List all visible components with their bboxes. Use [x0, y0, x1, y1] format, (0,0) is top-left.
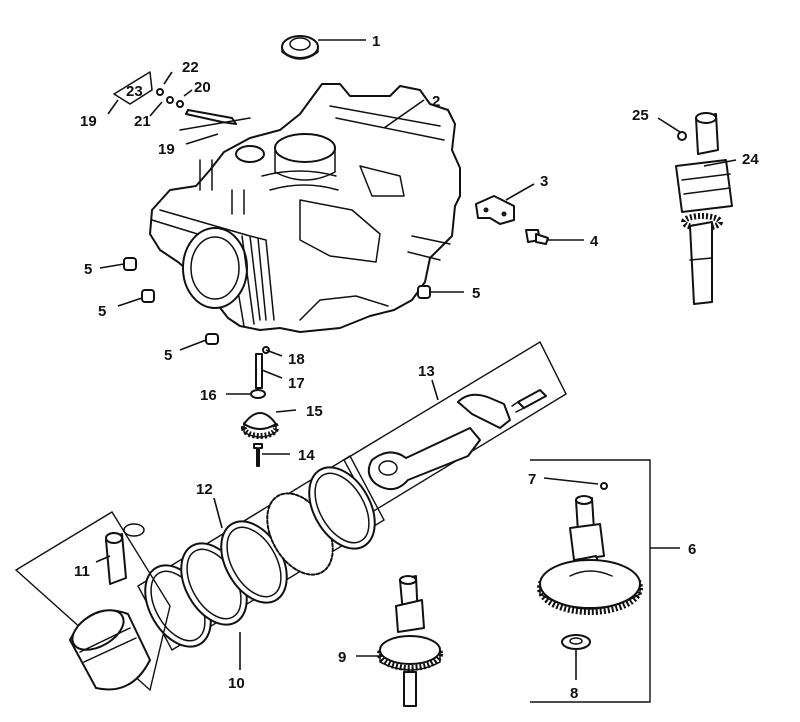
camshaft-part	[530, 459, 651, 703]
crankshaft-part	[675, 112, 733, 305]
leader-lines	[95, 39, 737, 680]
callout-15: 15	[306, 403, 323, 420]
callout-5-left-upper: 5	[84, 261, 92, 278]
callout-11: 11	[74, 563, 90, 580]
bolt-part	[525, 229, 549, 245]
callout-19-lower: 19	[158, 141, 175, 158]
governor-assembly-parts	[241, 346, 280, 467]
callout-4: 4	[590, 233, 599, 250]
callout-23: 23	[126, 83, 143, 100]
connecting-rod-part	[343, 341, 567, 513]
callout-9: 9	[338, 649, 346, 666]
callout-6: 6	[688, 541, 696, 558]
callout-10: 10	[228, 675, 245, 692]
callout-17: 17	[288, 375, 305, 392]
crankcase-part	[149, 83, 461, 333]
callout-2: 2	[432, 93, 440, 110]
callout-14: 14	[298, 447, 315, 464]
callout-5-bottom: 5	[164, 347, 172, 364]
callout-25: 25	[632, 107, 649, 124]
callout-24: 24	[742, 151, 759, 168]
callout-19-upper: 19	[80, 113, 97, 130]
callout-22: 22	[182, 59, 199, 76]
piston-rings-part	[137, 455, 385, 651]
callout-21: 21	[134, 113, 151, 130]
callout-5-left-lower: 5	[98, 303, 106, 320]
callout-18: 18	[288, 351, 305, 368]
callout-8: 8	[570, 685, 578, 702]
callout-12: 12	[196, 481, 213, 498]
bracket-part	[475, 195, 515, 225]
governor-hardware-parts	[113, 71, 251, 131]
oil-seal-part	[281, 35, 319, 60]
callout-labels: 1 2 3 4 5 5 5 5 6 7 8 9 10 11 12 13 14 1…	[74, 33, 759, 702]
washer-part	[561, 634, 591, 650]
callout-3: 3	[540, 173, 548, 190]
callout-7: 7	[528, 471, 536, 488]
callout-20: 20	[194, 79, 211, 96]
callout-1: 1	[372, 33, 380, 50]
callout-13: 13	[418, 363, 435, 380]
callout-5-right: 5	[472, 285, 480, 302]
callout-16: 16	[200, 387, 217, 404]
piston-part	[69, 609, 151, 691]
balance-shaft-part	[377, 575, 443, 707]
